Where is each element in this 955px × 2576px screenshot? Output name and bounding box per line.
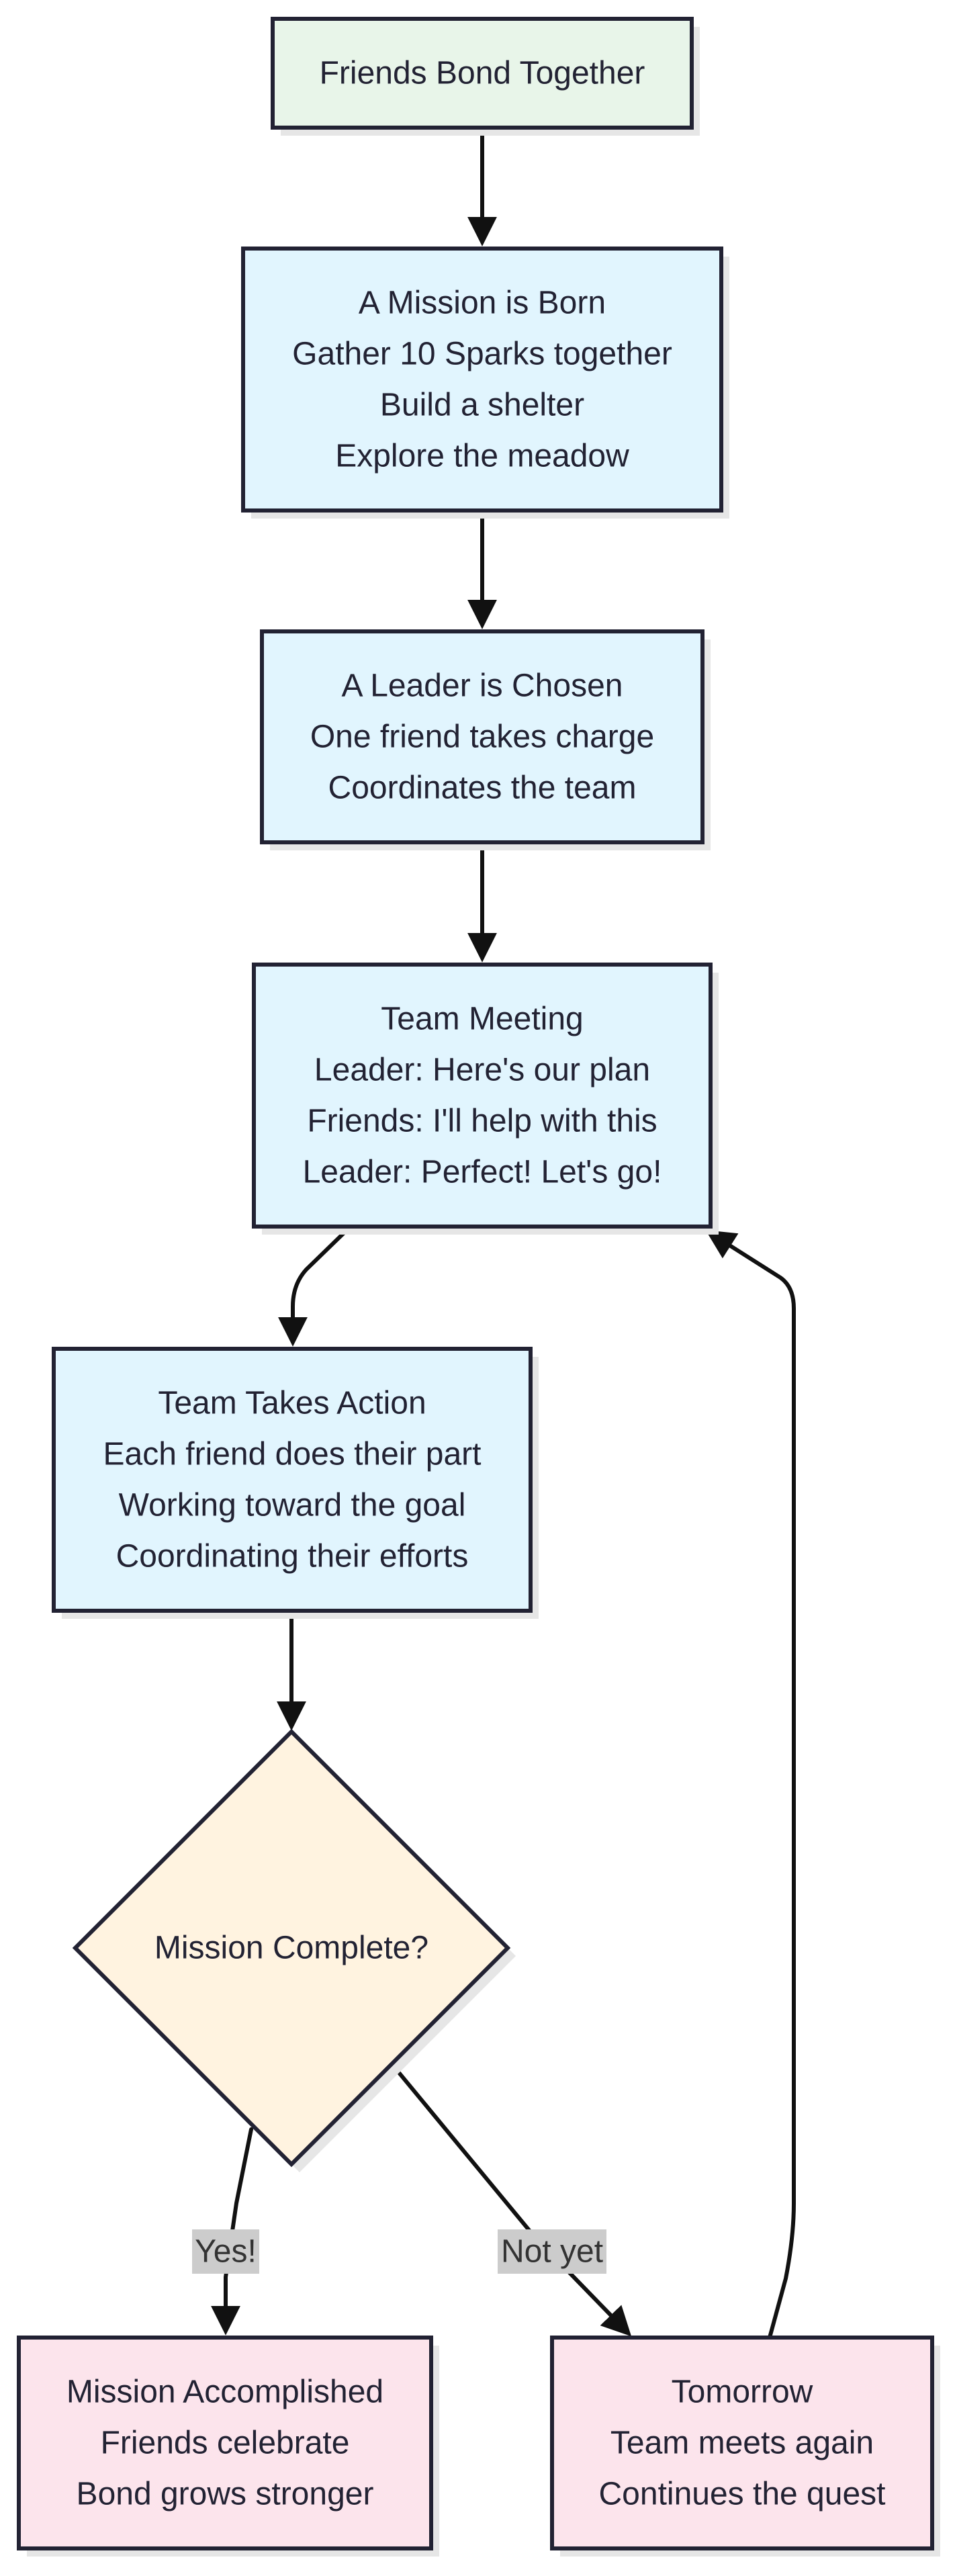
node-text-line: Leader: Here's our plan bbox=[314, 1053, 650, 1088]
node-text-line: Team Meeting bbox=[381, 1002, 583, 1037]
node-friends-bond: Friends Bond Together bbox=[271, 17, 700, 136]
node-text-line: One friend takes charge bbox=[310, 719, 654, 755]
node-box bbox=[52, 1347, 533, 1613]
node-text-line: Mission Complete? bbox=[154, 1930, 428, 1966]
edge-tomorrow-to-team-meeting bbox=[705, 1230, 796, 2340]
edge-label-yes: Yes! bbox=[192, 2229, 259, 2274]
edge-labels-layer: Yes! Not yet bbox=[192, 2229, 606, 2274]
edge-label-background bbox=[498, 2229, 606, 2274]
node-box bbox=[260, 629, 704, 844]
node-text-line: Explore the meadow bbox=[335, 439, 629, 474]
node-box bbox=[550, 2336, 934, 2550]
node-text-line: Leader: Perfect! Let's go! bbox=[303, 1155, 662, 1190]
node-text-line: Coordinating their efforts bbox=[116, 1539, 469, 1574]
node-text-line: Friends Bond Together bbox=[320, 56, 645, 91]
edge-label-not-yet: Not yet bbox=[498, 2229, 606, 2274]
edge-mission-complete-to-tomorrow bbox=[392, 2064, 632, 2337]
node-box bbox=[17, 2336, 433, 2550]
decision-diamond bbox=[72, 1728, 511, 2168]
node-text-line: Coordinates the team bbox=[328, 770, 637, 806]
node-box bbox=[271, 17, 694, 130]
node-text-line: A Leader is Chosen bbox=[342, 668, 623, 704]
node-text-line: Continues the quest bbox=[599, 2477, 886, 2512]
node-text-line: Gather 10 Sparks together bbox=[292, 337, 672, 372]
edge-team-meeting-to-team-action bbox=[278, 1225, 353, 1347]
node-box bbox=[241, 247, 723, 513]
node-mission-complete: Mission Complete? bbox=[72, 1728, 516, 2172]
node-text-line: Team Takes Action bbox=[158, 1386, 426, 1421]
edge-label-background bbox=[192, 2229, 259, 2274]
node-text-line: Team meets again bbox=[610, 2426, 874, 2461]
node-text-line: Bond grows stronger bbox=[77, 2477, 374, 2512]
nodes-layer: Friends Bond Together A Mission is BornGa… bbox=[17, 17, 940, 2557]
node-text-line: Mission Accomplished bbox=[66, 2374, 383, 2410]
edge-label-text: Yes! bbox=[195, 2234, 257, 2270]
node-text-line: Friends: I'll help with this bbox=[307, 1104, 657, 1139]
node-text-line: Working toward the goal bbox=[119, 1488, 466, 1523]
node-text-line: Each friend does their part bbox=[103, 1437, 482, 1472]
edge-label-text: Not yet bbox=[501, 2234, 603, 2270]
node-text-line: A Mission is Born bbox=[359, 285, 606, 321]
node-text-line: Build a shelter bbox=[380, 388, 584, 423]
node-box bbox=[252, 963, 713, 1229]
node-text-line: Friends celebrate bbox=[101, 2426, 350, 2461]
node-text-line: Tomorrow bbox=[672, 2374, 813, 2410]
